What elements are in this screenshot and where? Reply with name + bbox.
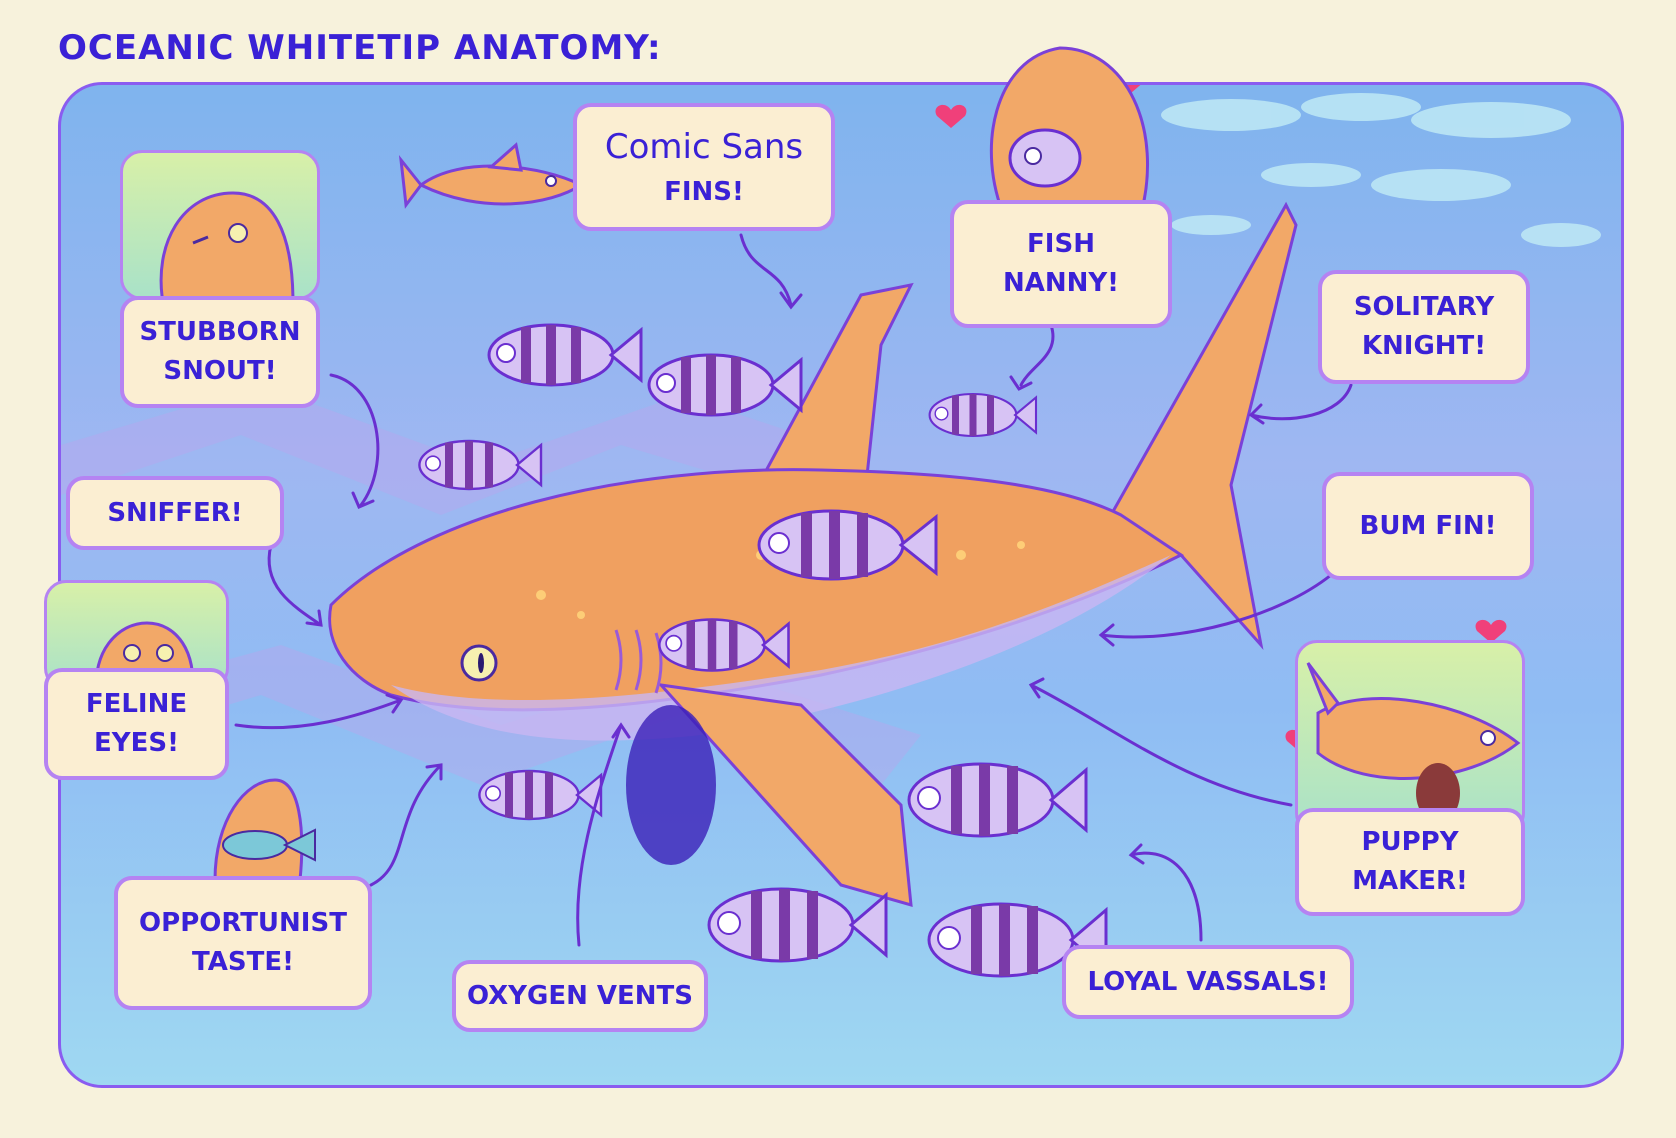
arrow-puppy <box>1028 677 1293 807</box>
label-sniffer: SNIFFER! <box>66 476 284 550</box>
fish-in-mouth-icon <box>213 778 316 882</box>
label-fish-nanny: FISH NANNY! <box>950 200 1172 328</box>
label-solitary-knight: SOLITARY KNIGHT! <box>1318 270 1530 384</box>
label-comic-sans-fins: Comic Sans FINS! <box>573 103 835 231</box>
baby-shark-swimming <box>398 142 584 209</box>
arrow-sniffer <box>267 543 323 627</box>
water-ripples <box>1161 93 1601 247</box>
arrow-fish-nanny <box>1009 323 1055 391</box>
label-opportunist-taste: OPPORTUNIST TASTE! <box>114 876 372 1010</box>
arrow-solitary <box>1248 383 1353 425</box>
stubborn-portrait <box>120 150 320 300</box>
puppy-shark-icon <box>1306 662 1521 823</box>
arrow-comic-fins <box>739 233 803 310</box>
nanny-shark <box>965 38 1165 228</box>
label-oxygen-vents: OXYGEN VENTS <box>452 960 708 1032</box>
pilot-fish-group <box>418 323 1108 978</box>
page-title: OCEANIC WHITETIP ANATOMY: <box>58 28 662 68</box>
arrow-feline <box>234 693 404 730</box>
stubborn-shark-icon <box>159 191 295 297</box>
arrow-loyal <box>1128 843 1203 942</box>
label-loyal-vassals: LOYAL VASSALS! <box>1062 945 1354 1019</box>
opportunist-shark <box>175 770 335 882</box>
shark <box>328 201 1298 908</box>
arrow-opportunist <box>369 763 443 887</box>
label-feline-eyes: FELINE EYES! <box>44 668 229 780</box>
label-puppy-maker: PUPPY MAKER! <box>1295 808 1525 916</box>
arrow-oxygen <box>576 722 631 947</box>
label-stubborn-snout: STUBBORN SNOUT! <box>120 296 320 408</box>
arrow-stubborn <box>329 373 380 509</box>
nanny-shark-icon <box>989 46 1149 220</box>
pectoral-fin <box>657 682 913 908</box>
puppy-portrait <box>1295 640 1525 835</box>
arrow-bum-fin <box>1098 573 1333 647</box>
annotation-arrows <box>234 233 1353 947</box>
label-bum-fin: BUM FIN! <box>1322 472 1534 580</box>
